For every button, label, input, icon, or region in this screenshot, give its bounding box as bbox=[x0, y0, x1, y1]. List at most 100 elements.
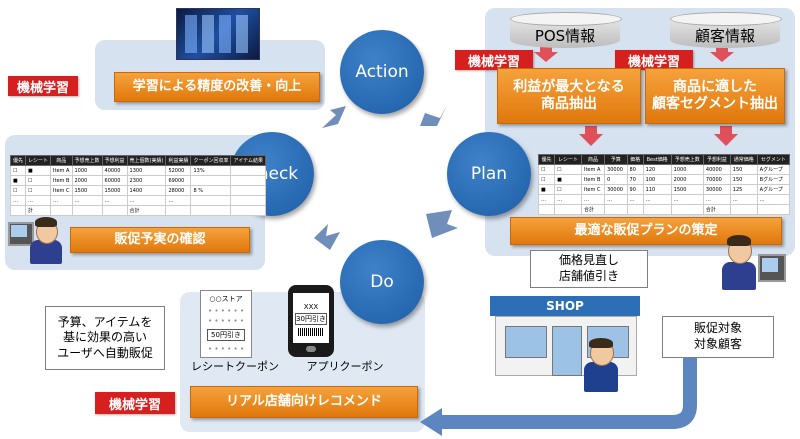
person-check bbox=[8, 208, 68, 268]
pos-db-label: POS情報 bbox=[534, 26, 596, 45]
receipt-store-name: ○○ストア bbox=[209, 295, 243, 303]
plan-table-header: 通常価格 bbox=[729, 154, 758, 165]
plan-table-cell: 100 bbox=[642, 174, 672, 185]
plan-table-cell bbox=[670, 204, 704, 215]
price-review-callout: 価格見直し 店舗値引き bbox=[530, 250, 648, 288]
check-table-cell: 13% bbox=[190, 165, 232, 176]
plan-circle: Plan bbox=[447, 132, 531, 216]
plan-table-cell: Aグループ bbox=[756, 184, 791, 195]
plan-table-cell: 125 bbox=[729, 184, 758, 195]
plan-table-cell bbox=[537, 204, 556, 215]
check-table-header: 優先 bbox=[9, 155, 27, 166]
plan-table-cell: … bbox=[554, 194, 582, 205]
phone-app-coupon: XXX 30円引き bbox=[288, 285, 334, 357]
check-table-cell: 2300 bbox=[126, 175, 167, 186]
plan-table-cell bbox=[642, 204, 672, 215]
person-plan bbox=[718, 232, 786, 302]
ml-tag-action: 機械学習 bbox=[8, 76, 78, 96]
server-image bbox=[176, 8, 260, 60]
check-table-cell: 60000 bbox=[101, 175, 128, 186]
plan-table-cell: 70000 bbox=[702, 174, 731, 185]
check-table-cell: 1300 bbox=[126, 165, 167, 176]
check-table-cell bbox=[71, 205, 103, 216]
plan-table-cell: 150 bbox=[729, 164, 758, 175]
plan-table-cell: ■ bbox=[554, 174, 582, 185]
plan-table-cell: ☐ bbox=[554, 164, 582, 175]
check-table-row: ………………… bbox=[9, 195, 266, 206]
plan-table-cell: 120 bbox=[642, 164, 672, 175]
profit-products-box: 利益が最大となる 商品抽出 bbox=[497, 68, 641, 124]
improve-box: 学習による精度の改善・向上 bbox=[114, 72, 320, 102]
plan-table-cell: 30000 bbox=[604, 164, 628, 175]
plan-table-cell: … bbox=[626, 194, 644, 205]
plan-table-cell: Aグループ bbox=[756, 164, 791, 175]
plan-table-cell: 90 bbox=[626, 184, 644, 195]
check-table-header: 商品 bbox=[50, 155, 73, 166]
plan-table-cell: 1000 bbox=[670, 164, 704, 175]
plan-table-cell: 2000 bbox=[670, 174, 704, 185]
shop-sign: SHOP bbox=[490, 296, 640, 316]
check-table-header: クーポン回収率 bbox=[190, 155, 232, 166]
plan-table-cell bbox=[626, 204, 644, 215]
store-recommend-box: リアル店舗向けレコメンド bbox=[190, 386, 418, 418]
check-table-cell bbox=[230, 165, 266, 176]
check-table-header: レシート bbox=[25, 155, 52, 166]
plan-table-cell bbox=[604, 204, 628, 215]
check-table-cell: … bbox=[126, 195, 167, 206]
action-circle: Action bbox=[340, 30, 424, 114]
check-table-cell: ■ bbox=[9, 175, 27, 186]
plan-table-cell: … bbox=[670, 194, 704, 205]
plan-table-cell: ☐ bbox=[537, 164, 556, 175]
check-table-row: 計合計 bbox=[9, 205, 266, 216]
plan-table-cell: 1500 bbox=[670, 184, 704, 195]
plan-table-cell: ☐ bbox=[554, 184, 582, 195]
app-discount: 30円引き bbox=[295, 313, 327, 325]
check-table-cell: … bbox=[71, 195, 103, 206]
segment-box: 商品に適した 顧客セグメント抽出 bbox=[645, 68, 785, 124]
plan-table-row: 合計合計 bbox=[537, 204, 791, 215]
plan-table-header: レシート bbox=[554, 154, 582, 165]
plan-table-cell: ■ bbox=[537, 184, 556, 195]
plan-table-header: 価格 bbox=[626, 154, 644, 165]
check-table-cell: … bbox=[165, 195, 192, 206]
plan-table-cell: … bbox=[580, 194, 606, 205]
check-table-cell: 1500 bbox=[71, 185, 103, 196]
check-table-cell: ☐ bbox=[9, 185, 27, 196]
plan-table-header: 予想利益 bbox=[702, 154, 731, 165]
plan-table-cell: 30000 bbox=[604, 184, 628, 195]
plan-table-header: セグメント bbox=[756, 154, 791, 165]
check-table-cell: ☐ bbox=[25, 185, 52, 196]
check-table-cell: 15000 bbox=[101, 185, 128, 196]
plan-table-header: 予想売上数 bbox=[670, 154, 704, 165]
check-table-cell bbox=[230, 205, 266, 216]
plan-table-cell: 30000 bbox=[702, 184, 731, 195]
check-table-cell bbox=[230, 175, 266, 186]
check-table-cell: 8 % bbox=[190, 185, 232, 196]
receipt-discount: 50円引き bbox=[207, 329, 245, 341]
plan-table-cell: Item B bbox=[580, 174, 606, 185]
check-table-cell: 合計 bbox=[126, 205, 167, 216]
app-coupon-label: アプリクーポン bbox=[306, 360, 384, 373]
check-table-header: アイテム結果 bbox=[230, 155, 266, 166]
customer-db-label: 顧客情報 bbox=[694, 26, 755, 45]
do-circle: Do bbox=[340, 240, 424, 324]
plan-table-header: 商品 bbox=[580, 154, 606, 165]
check-table-cell: 40000 bbox=[101, 165, 128, 176]
check-table-cell: Item A bbox=[50, 165, 73, 176]
plan-table-cell bbox=[729, 204, 758, 215]
arrow-check-to-action bbox=[322, 106, 346, 128]
plan-table-header: Best価格 bbox=[642, 154, 672, 165]
check-table-cell: … bbox=[101, 195, 128, 206]
plan-table-cell: 0 bbox=[604, 174, 628, 185]
check-table-cell bbox=[101, 205, 128, 216]
check-table-cell: ☐ bbox=[9, 165, 27, 176]
receipt-coupon-image: ○○ストア • • • • • • • • • • • • 50円引き • • … bbox=[200, 290, 252, 358]
plan-table-cell: 80 bbox=[626, 164, 644, 175]
plan-table-cell: Item A bbox=[580, 164, 606, 175]
plan-table-cell: Bグループ bbox=[756, 174, 791, 185]
plan-table-cell: … bbox=[702, 194, 731, 205]
